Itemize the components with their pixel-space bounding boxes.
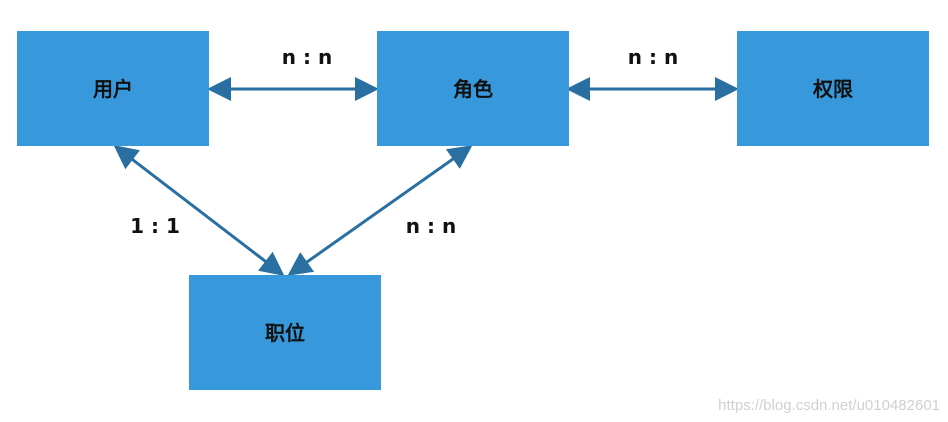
- node-user-label: 用户: [93, 77, 133, 101]
- edge-user-position-label: 1 : 1: [130, 214, 180, 238]
- node-permission-box: [737, 31, 929, 146]
- node-position-label: 职位: [265, 321, 305, 345]
- node-role-box: [377, 31, 569, 146]
- edge-user-role-label: n : n: [282, 45, 332, 69]
- edge-user-position-line: [113, 145, 285, 276]
- node-user[interactable]: 用户: [17, 31, 209, 146]
- node-position[interactable]: 职位: [189, 275, 381, 390]
- node-permission[interactable]: 权限: [737, 31, 929, 146]
- edge-role-position: [287, 145, 473, 276]
- edge-role-position-line: [287, 145, 473, 276]
- node-role[interactable]: 角色: [377, 31, 569, 146]
- node-role-label: 角色: [453, 77, 493, 101]
- edge-role-permission-label: n : n: [628, 45, 678, 69]
- edge-role-position-label: n : n: [406, 214, 456, 238]
- watermark-text: https://blog.csdn.net/u010482601: [718, 397, 940, 414]
- node-user-box: [17, 31, 209, 146]
- edge-user-position: [113, 145, 285, 276]
- node-permission-label: 权限: [812, 77, 853, 101]
- node-position-box: [189, 275, 381, 390]
